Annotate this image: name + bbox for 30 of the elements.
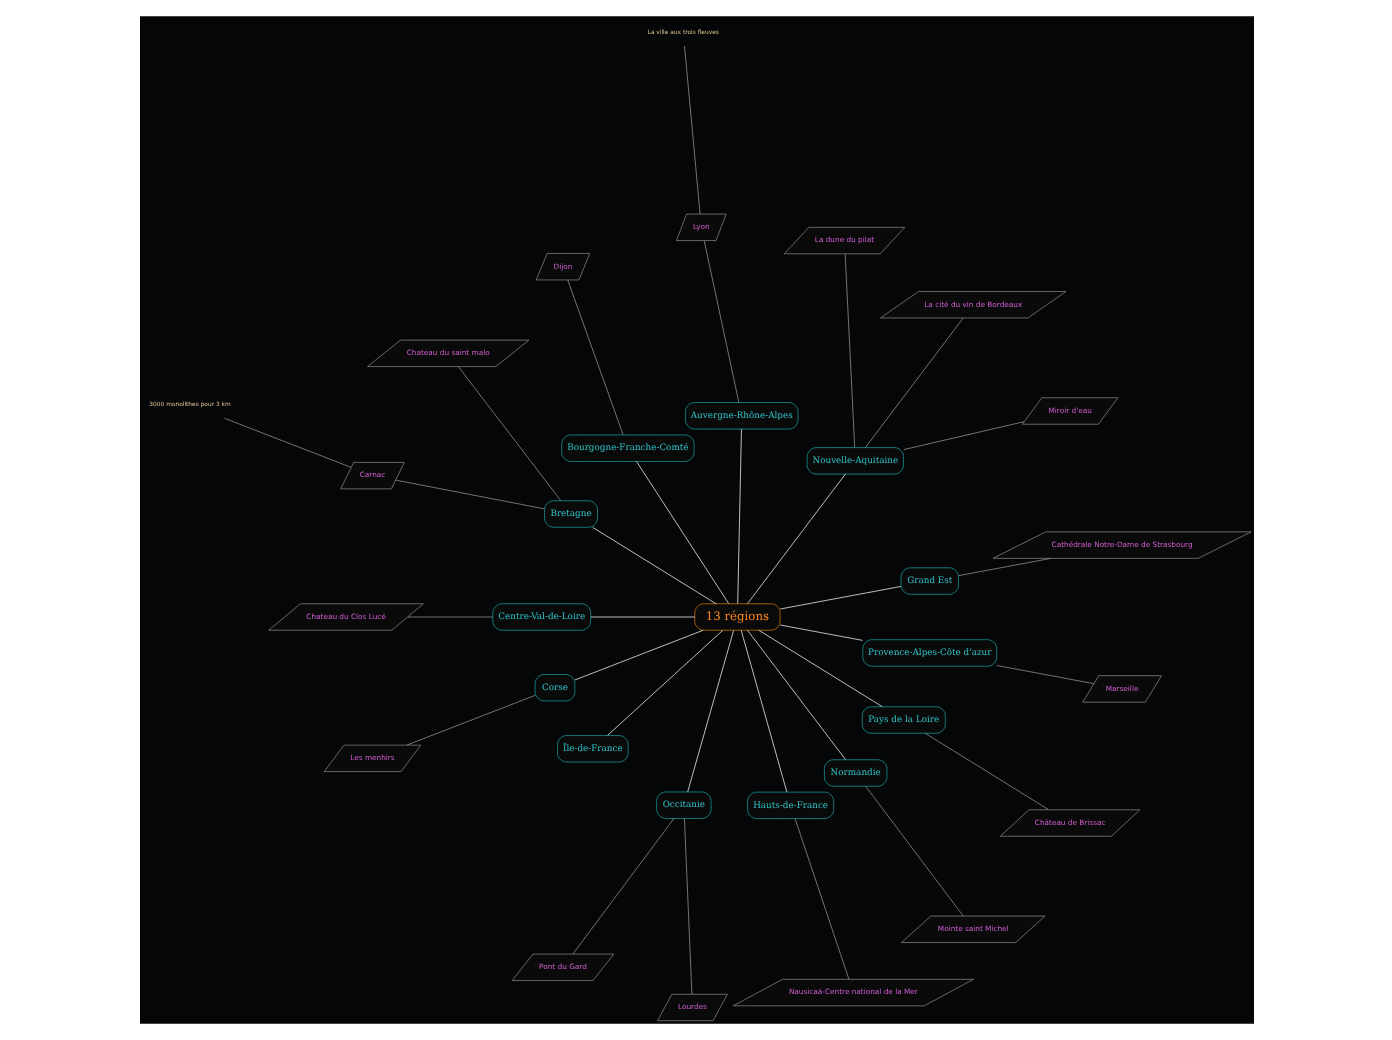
connector	[591, 527, 716, 605]
connector	[864, 785, 963, 917]
connector	[746, 629, 845, 761]
connector	[406, 616, 492, 618]
connector	[736, 428, 741, 604]
connector	[683, 45, 700, 215]
connector	[843, 253, 855, 448]
connector	[571, 818, 674, 955]
connector	[635, 461, 728, 604]
connector	[457, 366, 561, 501]
connector	[405, 695, 535, 746]
connector	[683, 818, 692, 995]
connector	[995, 665, 1094, 684]
connector	[779, 624, 862, 641]
connector	[686, 630, 733, 793]
connector	[394, 479, 544, 510]
connector	[573, 629, 703, 681]
connector	[902, 421, 1024, 450]
connector	[566, 279, 623, 436]
connector	[739, 630, 787, 793]
connector	[864, 317, 963, 448]
connector	[779, 586, 901, 610]
connector	[923, 732, 1048, 810]
connector	[223, 417, 351, 468]
connector	[957, 558, 1051, 577]
connector	[606, 630, 723, 736]
connector	[746, 473, 845, 605]
connector	[702, 240, 739, 403]
connector	[793, 818, 849, 980]
connector	[757, 629, 882, 707]
